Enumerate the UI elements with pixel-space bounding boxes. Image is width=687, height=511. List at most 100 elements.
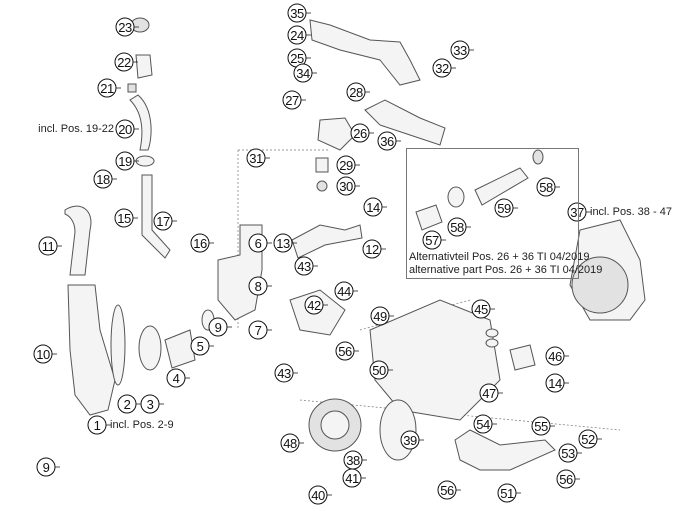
callout-38: 38	[343, 450, 367, 470]
callout-circle	[471, 299, 491, 319]
callout-46: 46	[545, 346, 569, 366]
callout-circle	[93, 169, 113, 189]
callout-number: 15	[117, 211, 131, 226]
callout-number: 32	[435, 61, 449, 76]
callout-number: 17	[156, 214, 170, 229]
callout-circle	[450, 40, 470, 60]
note-pos-37: incl. Pos. 38 - 47	[590, 206, 672, 218]
callout-number: 29	[339, 158, 353, 173]
callout-number: 16	[193, 236, 207, 251]
alt-note-en: alternative part Pos. 26 + 36 TI 04/2019	[409, 264, 603, 276]
callout-18: 18	[93, 169, 117, 189]
callout-20: 20	[115, 119, 139, 139]
callout-circle	[115, 151, 135, 171]
callout-number: 31	[249, 151, 263, 166]
callout-number: 57	[425, 233, 439, 248]
callout-number: 41	[345, 471, 359, 486]
callout-number: 43	[277, 366, 291, 381]
callout-circle	[273, 233, 293, 253]
callout-circle	[494, 198, 514, 218]
callout-circle	[36, 457, 56, 477]
callout-circle	[308, 485, 328, 505]
callout-circle	[114, 52, 134, 72]
callout-circle	[335, 341, 355, 361]
callout-27: 27	[282, 90, 306, 110]
callout-number: 50	[372, 363, 386, 378]
callout-26: 26	[350, 123, 374, 143]
callout-44: 44	[334, 281, 358, 301]
callout-circle	[567, 202, 587, 222]
callout-circle	[422, 230, 442, 250]
callout-9: 9	[208, 317, 232, 337]
callout-circle	[437, 480, 457, 500]
callout-14: 14	[545, 373, 569, 393]
callout-number: 4	[173, 371, 180, 386]
callout-circle	[545, 373, 565, 393]
callout-1: 1	[87, 415, 111, 435]
callout-circle	[334, 281, 354, 301]
callout-number: 25	[290, 51, 304, 66]
callout-58: 58	[447, 217, 471, 237]
callout-circle	[556, 469, 576, 489]
callout-43: 43	[294, 256, 318, 276]
callout-number: 56	[440, 483, 454, 498]
callout-circle	[479, 383, 499, 403]
callout-circle	[274, 363, 294, 383]
callout-35: 35	[287, 3, 311, 23]
callout-circle	[38, 236, 58, 256]
callout-45: 45	[471, 299, 495, 319]
callout-number: 58	[539, 180, 553, 195]
callout-30: 30	[336, 176, 360, 196]
callout-number: 37	[570, 205, 584, 220]
callout-9: 9	[36, 457, 60, 477]
callout-circle	[346, 82, 366, 102]
callout-number: 56	[559, 472, 573, 487]
callout-number: 23	[118, 20, 132, 35]
callout-circle	[246, 148, 266, 168]
callout-56: 56	[437, 480, 461, 500]
callout-number: 58	[450, 220, 464, 235]
callout-24: 24	[287, 25, 311, 45]
callout-circle	[497, 483, 517, 503]
callout-circle	[304, 295, 324, 315]
callout-number: 44	[337, 284, 351, 299]
callout-51: 51	[497, 483, 521, 503]
callout-number: 51	[500, 486, 514, 501]
callout-circle	[117, 394, 137, 414]
callout-40: 40	[308, 485, 332, 505]
callout-22: 22	[114, 52, 138, 72]
callout-number: 28	[349, 85, 363, 100]
callout-circle	[248, 276, 268, 296]
callout-number: 35	[290, 6, 304, 21]
callout-number: 52	[581, 432, 595, 447]
note-pos-1: incl. Pos. 2-9	[110, 419, 174, 431]
callout-number: 14	[548, 376, 562, 391]
callout-circle	[447, 217, 467, 237]
callout-number: 59	[497, 201, 511, 216]
callout-number: 43	[297, 259, 311, 274]
callout-50: 50	[369, 360, 393, 380]
callout-number: 13	[276, 236, 290, 251]
callout-number: 48	[283, 436, 297, 451]
callout-number: 33	[453, 43, 467, 58]
callout-circle	[153, 211, 173, 231]
callout-5: 5	[190, 336, 214, 356]
callout-number: 10	[36, 347, 50, 362]
callout-55: 55	[531, 416, 555, 436]
callout-circle	[190, 233, 210, 253]
callout-circle	[350, 123, 370, 143]
callout-8: 8	[248, 276, 272, 296]
callout-circle	[87, 415, 107, 435]
callout-32: 32	[432, 58, 456, 78]
callout-number: 38	[346, 453, 360, 468]
callout-circle	[342, 468, 362, 488]
callout-circle	[362, 239, 382, 259]
callout-37: 37	[567, 202, 591, 222]
callout-number: 12	[365, 242, 379, 257]
callout-number: 34	[296, 66, 310, 81]
callout-11: 11	[38, 236, 62, 256]
callout-39: 39	[400, 430, 424, 450]
callout-number: 20	[118, 122, 132, 137]
callout-23: 23	[115, 17, 139, 37]
